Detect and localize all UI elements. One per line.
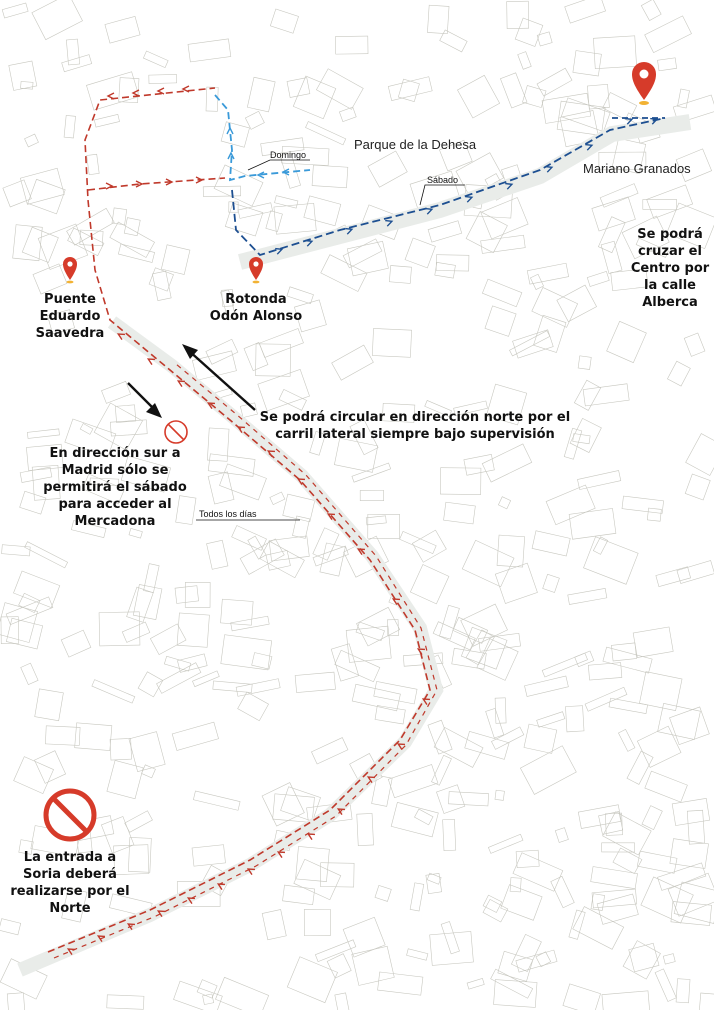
prohibition-icon [164,420,188,444]
direction-arrow-mark [256,171,265,179]
park-label: Parque de la Dehesa [354,137,477,152]
direction-arrow-mark [306,833,316,840]
direction-arrow-mark [625,117,634,125]
direction-arrow-mark [275,247,284,255]
map-pin-icon [632,62,656,105]
todos-los-dias-tag: Todos los días [199,509,257,519]
direction-arrow-mark [345,227,354,235]
direction-arrow-mark [396,743,406,750]
northbound-note: Se podrá circular en dirección norte por… [259,410,571,442]
direction-arrow-mark [366,776,376,783]
direction-arrow-mark [336,808,346,815]
red-route-branch [87,177,226,191]
direction-arrow-mark [195,176,204,184]
mariano-granados-label: Mariano Granados [583,161,691,176]
light-blue-route [214,94,311,182]
direction-arrow-mark [326,513,336,520]
direction-arrow-mark [165,178,174,186]
direction-arrow-mark [356,548,366,555]
direction-arrow-mark [585,143,594,151]
dark-blue-route [231,117,666,257]
direction-arrow-mark [276,851,286,858]
pointer-arrow-icon [127,344,256,418]
direction-arrow-mark [216,883,226,890]
direction-arrow-mark [105,182,114,190]
domingo-leader [247,159,310,171]
southbound-note: En dirección sur a Madrid sólo se permit… [43,446,187,529]
direction-arrow-mark [106,92,115,100]
entry-note: La entrada a Soria deberá realizarse por… [10,850,130,916]
rotonda-label: Rotonda Odón Alonso [209,292,303,324]
prohibition-icon [43,788,97,842]
direction-arrow-mark [421,698,431,705]
direction-arrow-mark [416,648,426,655]
direction-arrow-mark [146,358,156,365]
direction-arrow-mark [131,89,140,97]
direction-arrow-mark [66,948,76,955]
direction-arrow-mark [281,168,290,176]
direction-arrow-mark [176,380,186,387]
route-arrows [66,85,659,955]
direction-arrow-mark [186,897,196,904]
direction-arrow-mark [96,935,106,942]
direction-arrow-mark [266,450,276,457]
direction-arrow-mark [236,426,246,433]
direction-arrow-mark [465,195,474,203]
direction-arrow-mark [391,598,401,605]
red-route-main [47,87,431,953]
direction-arrow-mark [505,182,514,190]
map-pin-icon [249,257,263,284]
puente-label: Puente Eduardo Saavedra [35,292,105,341]
sabado-leader [419,184,465,206]
centro-note: Se podrá cruzar el Centro por la calle A… [630,227,710,310]
direction-arrow-mark [650,117,659,125]
direction-arrow-mark [156,910,166,917]
direction-arrow-mark [425,207,434,215]
direction-arrow-mark [156,87,165,95]
direction-arrow-mark [116,333,126,340]
direction-arrow-mark [305,239,314,247]
sabado-tag: Sábado [427,175,459,185]
direction-arrow-mark [385,219,394,227]
direction-arrow-mark [296,478,306,485]
direction-arrow-mark [181,85,190,93]
direction-arrow-mark [126,923,136,930]
direction-arrow-mark [206,402,216,409]
red-route-parallel [53,363,438,959]
direction-arrow-mark [246,868,256,875]
map-pin-icon [63,257,77,284]
direction-arrow-mark [226,126,234,135]
direction-arrow-mark [135,180,144,188]
direction-arrow-mark [545,165,554,173]
direction-arrow-mark [227,151,235,160]
road-bands [17,114,692,977]
domingo-tag: Domingo [270,150,307,160]
